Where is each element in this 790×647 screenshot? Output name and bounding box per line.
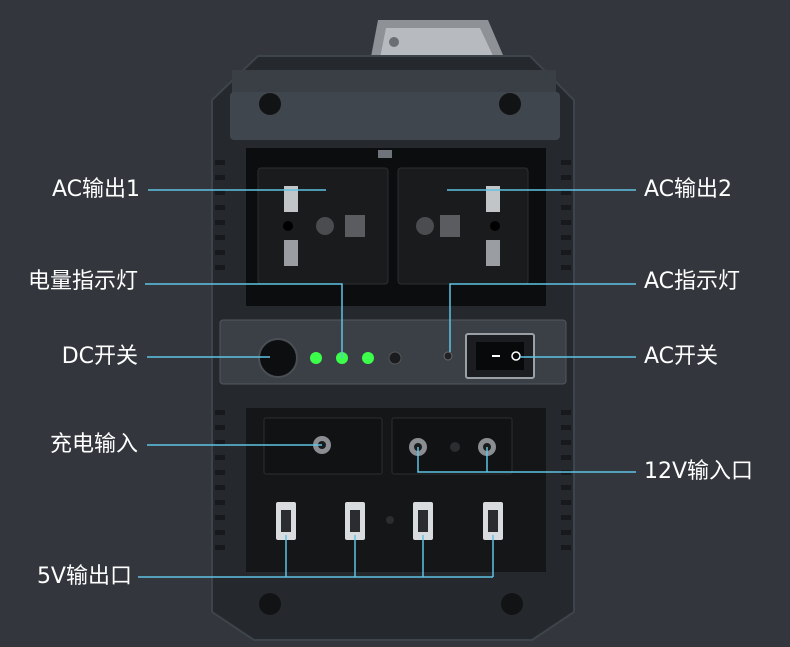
leader-lines bbox=[138, 189, 636, 578]
label-12v-io: 12V输入口 bbox=[644, 459, 754, 484]
battery-indicator-leds bbox=[310, 351, 402, 365]
usb-port-2[interactable] bbox=[345, 502, 365, 540]
label-ac-indicator: AC指示灯 bbox=[644, 269, 741, 294]
panel-screw-icon bbox=[450, 442, 460, 452]
screw-icon bbox=[499, 93, 521, 115]
battery-led-1 bbox=[310, 352, 322, 364]
dc-switch-button[interactable] bbox=[258, 338, 298, 378]
label-ac-out-1: AC输出1 bbox=[51, 177, 140, 202]
ac-switch-rocker[interactable] bbox=[465, 333, 535, 379]
ac-indicator-led bbox=[443, 351, 453, 361]
battery-led-4 bbox=[388, 351, 402, 365]
label-5v-out: 5V输出口 bbox=[36, 564, 132, 589]
leader-12v-io bbox=[417, 447, 636, 473]
battery-led-3 bbox=[362, 352, 374, 364]
screw-icon bbox=[259, 593, 281, 615]
label-battery-indicator: 电量指示灯 bbox=[27, 269, 138, 294]
usb-port-3[interactable] bbox=[413, 502, 433, 540]
label-charge-input: 充电输入 bbox=[49, 432, 138, 457]
ac-outlet-1[interactable] bbox=[257, 167, 389, 285]
carry-handle bbox=[370, 20, 506, 62]
dc-usb-panel bbox=[246, 408, 546, 572]
leader-battery-indicator bbox=[145, 283, 343, 358]
label-ac-out-2: AC输出2 bbox=[644, 177, 733, 202]
usb-port-4[interactable] bbox=[483, 502, 503, 540]
leader-ac-indicator bbox=[449, 283, 636, 352]
label-dc-switch: DC开关 bbox=[61, 344, 138, 369]
left-vent bbox=[215, 160, 225, 550]
usb-port-1[interactable] bbox=[276, 502, 296, 540]
panel-screw-icon bbox=[386, 516, 394, 524]
label-ac-switch: AC开关 bbox=[644, 344, 719, 369]
screw-icon bbox=[259, 93, 281, 115]
screw-icon bbox=[501, 593, 523, 615]
ac-outlet-2[interactable] bbox=[397, 167, 529, 285]
